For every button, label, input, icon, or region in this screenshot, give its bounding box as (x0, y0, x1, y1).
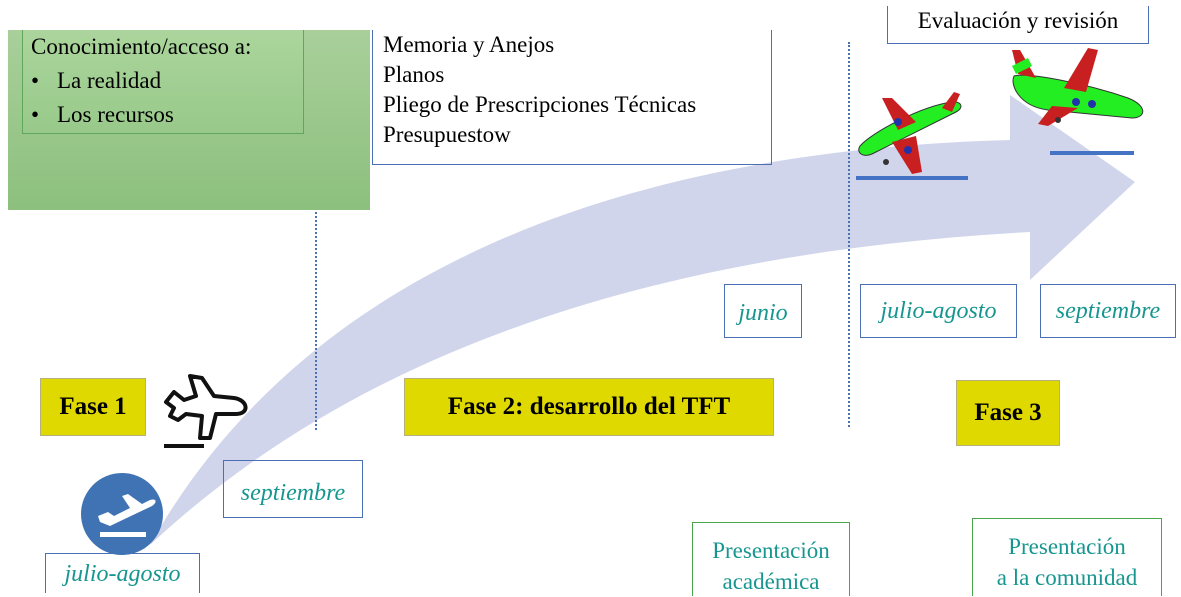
runway-bar-1 (856, 176, 968, 180)
presentation-community: Presentación a la comunidad (972, 518, 1162, 596)
document-line: Planos (383, 62, 445, 87)
bullet-icon: • (31, 102, 40, 127)
evaluation-box: Evaluación y revisión (887, 6, 1149, 44)
phase-2-label: Fase 2: desarrollo del TFT (404, 378, 774, 436)
runway-bar-2 (1050, 151, 1134, 155)
presentation-community-line1: Presentación (1008, 534, 1126, 559)
document-line: Presupuestow (383, 122, 511, 147)
presentation-academic: Presentación académica (692, 522, 850, 596)
knowledge-box: Conocimiento/acceso a: •La realidad •Los… (22, 30, 304, 134)
airplane-outline-icon (164, 374, 248, 448)
document-line: Pliego de Prescripciones Técnicas (383, 92, 697, 117)
airplane-cruise-icon (1012, 48, 1144, 126)
presentation-community-line2: a la comunidad (996, 565, 1138, 590)
knowledge-item: •La realidad (31, 64, 295, 98)
presentation-academic-line2: académica (722, 569, 820, 594)
knowledge-item: •Los recursos (31, 98, 295, 132)
month-julio-agosto-end: julio-agosto (860, 284, 1017, 338)
month-septiembre-start: septiembre (223, 460, 363, 518)
document-line: Memoria y Anejos (383, 32, 555, 57)
month-julio-agosto-start: julio-agosto (45, 553, 200, 593)
knowledge-list: •La realidad •Los recursos (31, 64, 295, 132)
divider-1 (315, 208, 317, 430)
airplane-takeoff-icon (858, 92, 962, 174)
divider-2 (848, 42, 850, 427)
phase-3-label: Fase 3 (956, 380, 1060, 446)
departure-badge-icon (81, 473, 163, 555)
month-junio: junio (724, 284, 802, 338)
presentation-academic-line1: Presentación (712, 538, 830, 563)
knowledge-title: Conocimiento/acceso a: (31, 34, 252, 59)
documents-box: Memoria y Anejos Planos Pliego de Prescr… (372, 30, 772, 165)
month-septiembre-end: septiembre (1040, 284, 1176, 338)
phase-1-label: Fase 1 (40, 378, 146, 436)
bullet-icon: • (31, 68, 40, 93)
